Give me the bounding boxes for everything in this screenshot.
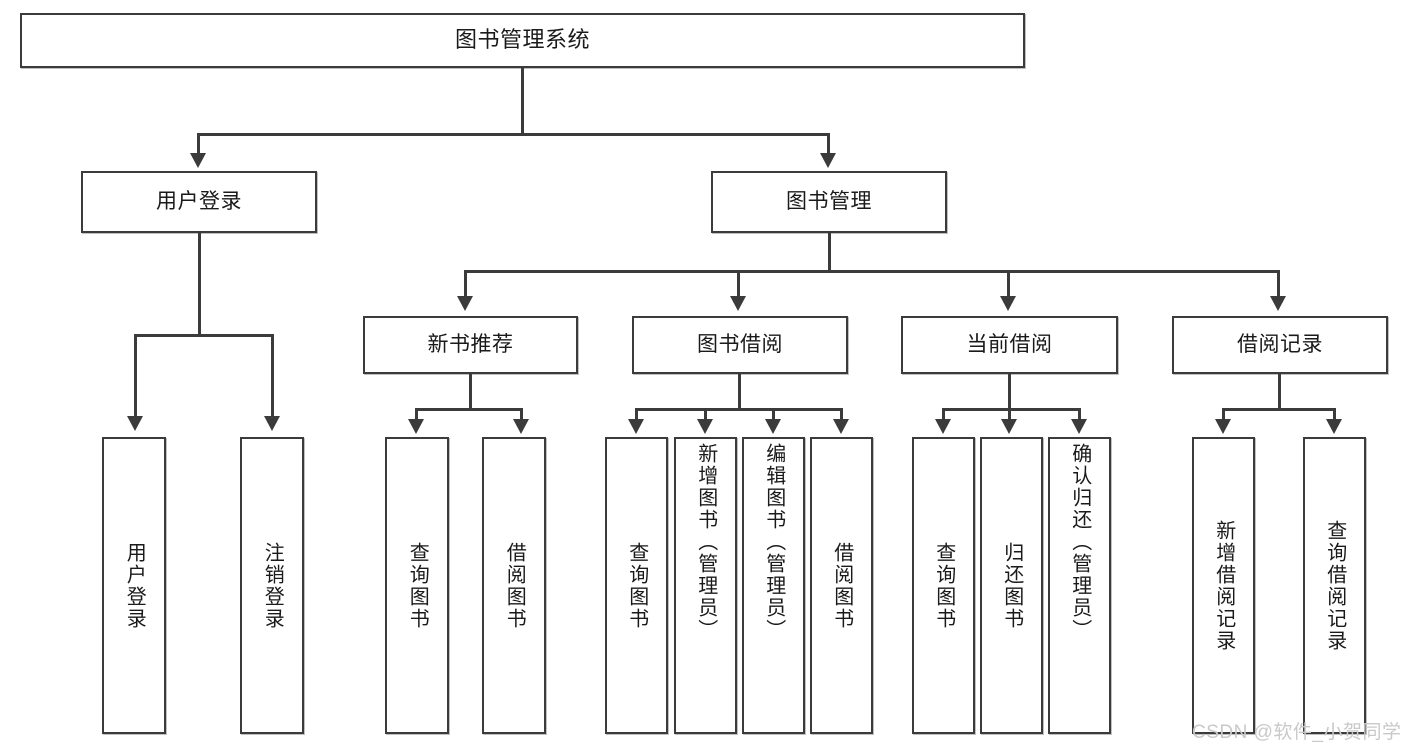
arrowhead-book-borrow-leaf-2 xyxy=(697,419,713,434)
leaf-borrow-book[interactable]: 借阅图书 xyxy=(810,437,873,734)
connector-book-borrow-stem xyxy=(738,374,741,410)
connector-book-manage-drop-2 xyxy=(737,270,740,298)
connector-root-bus xyxy=(197,133,830,136)
connector-new-book-recommend-stem xyxy=(469,374,472,410)
arrowhead-to-book-borrow xyxy=(730,296,746,311)
connector-root-drop-1 xyxy=(197,133,200,155)
arrowhead-to-current-borrow xyxy=(1000,296,1016,311)
connector-book-borrow-drop-1 xyxy=(635,408,638,421)
leaf-edit-book-admin[interactable]: 编辑图书（管理员） xyxy=(742,437,805,734)
arrowhead-to-new-book-recommend xyxy=(457,296,473,311)
connector-new-book-recommend-drop-2 xyxy=(520,408,523,421)
leaf-label: 借阅图书 xyxy=(503,541,526,630)
arrowhead-new-book-recommend-leaf-1 xyxy=(408,419,424,434)
connector-borrow-record-stem xyxy=(1278,374,1281,410)
leaf-return-book[interactable]: 归还图书 xyxy=(980,437,1043,734)
node-user-login[interactable]: 用户登录 xyxy=(81,171,317,233)
node-label: 图书管理 xyxy=(786,190,872,214)
leaf-user-login[interactable]: 用户登录 xyxy=(102,437,166,734)
leaf-add-borrow-record[interactable]: 新增借阅记录 xyxy=(1192,437,1255,734)
connector-borrow-record-drop-1 xyxy=(1222,408,1225,421)
connector-book-borrow-bus xyxy=(635,408,843,411)
leaf-label: 新增借阅记录 xyxy=(1212,519,1235,652)
connector-current-borrow-drop-1 xyxy=(942,408,945,421)
node-book-borrow[interactable]: 图书借阅 xyxy=(632,316,848,374)
node-current-borrow[interactable]: 当前借阅 xyxy=(901,316,1118,374)
arrowhead-root-to-user-login xyxy=(190,153,206,168)
leaf-label: 注销登录 xyxy=(261,541,284,630)
connector-new-book-recommend-bus xyxy=(415,408,523,411)
connector-current-borrow-stem xyxy=(1008,374,1011,410)
leaf-label: 用户登录 xyxy=(123,541,146,630)
leaf-label: 归还图书 xyxy=(1000,541,1023,630)
connector-user-login-drop-1 xyxy=(134,334,137,418)
leaf-label: 借阅图书 xyxy=(830,541,853,630)
node-root-system[interactable]: 图书管理系统 xyxy=(20,13,1025,68)
connector-root-drop-2 xyxy=(827,133,830,155)
node-book-manage[interactable]: 图书管理 xyxy=(711,171,947,233)
connector-book-manage-bus xyxy=(464,270,1280,273)
connector-root-stem xyxy=(521,68,524,135)
arrowhead-user-login-leaf-1 xyxy=(127,416,143,431)
leaf-label: 查询图书 xyxy=(932,541,955,630)
leaf-logout-login[interactable]: 注销登录 xyxy=(240,437,304,734)
node-new-book-recommend[interactable]: 新书推荐 xyxy=(363,316,578,374)
leaf-borrow-book-recommend[interactable]: 借阅图书 xyxy=(482,437,546,734)
leaf-query-borrow-record[interactable]: 查询借阅记录 xyxy=(1303,437,1366,734)
connector-current-borrow-drop-2 xyxy=(1008,408,1011,421)
arrowhead-user-login-leaf-2 xyxy=(264,416,280,431)
arrowhead-current-borrow-leaf-3 xyxy=(1071,419,1087,434)
arrowhead-borrow-record-leaf-1 xyxy=(1215,419,1231,434)
node-label: 用户登录 xyxy=(156,190,242,214)
node-label: 新书推荐 xyxy=(427,333,514,357)
connector-borrow-record-drop-2 xyxy=(1333,408,1336,421)
connector-book-borrow-drop-2 xyxy=(704,408,707,421)
leaf-label: 查询图书 xyxy=(625,541,648,630)
leaf-query-book-recommend[interactable]: 查询图书 xyxy=(385,437,449,734)
connector-book-manage-stem xyxy=(828,233,831,272)
connector-book-manage-drop-3 xyxy=(1007,270,1010,298)
arrowhead-current-borrow-leaf-2 xyxy=(1001,419,1017,434)
connector-user-login-bus xyxy=(134,334,274,337)
connector-new-book-recommend-drop-1 xyxy=(415,408,418,421)
arrowhead-root-to-book-manage xyxy=(820,153,836,168)
connector-book-borrow-drop-3 xyxy=(772,408,775,421)
node-label: 当前借阅 xyxy=(966,333,1053,357)
arrowhead-book-borrow-leaf-4 xyxy=(833,419,849,434)
leaf-add-book-admin[interactable]: 新增图书（管理员） xyxy=(674,437,737,734)
leaf-label: 查询图书 xyxy=(406,541,429,630)
connector-user-login-stem xyxy=(198,233,201,336)
node-label: 图书管理系统 xyxy=(454,27,590,53)
connector-user-login-drop-2 xyxy=(271,334,274,418)
leaf-label: 查询借阅记录 xyxy=(1323,519,1346,652)
connector-current-borrow-bus xyxy=(942,408,1081,411)
connector-current-borrow-drop-3 xyxy=(1078,408,1081,421)
leaf-label: 确认归还（管理员） xyxy=(1068,443,1091,641)
connector-book-borrow-drop-4 xyxy=(840,408,843,421)
arrowhead-book-borrow-leaf-3 xyxy=(765,419,781,434)
arrowhead-new-book-recommend-leaf-2 xyxy=(513,419,529,434)
arrowhead-borrow-record-leaf-2 xyxy=(1326,419,1342,434)
leaf-query-book-borrow[interactable]: 查询图书 xyxy=(605,437,668,734)
arrowhead-current-borrow-leaf-1 xyxy=(935,419,951,434)
node-label: 图书借阅 xyxy=(697,333,783,357)
connector-book-manage-drop-1 xyxy=(464,270,467,298)
arrowhead-book-borrow-leaf-1 xyxy=(628,419,644,434)
leaf-confirm-return-admin[interactable]: 确认归还（管理员） xyxy=(1048,437,1111,734)
leaf-label: 编辑图书（管理员） xyxy=(762,443,785,641)
leaf-query-book-current[interactable]: 查询图书 xyxy=(912,437,975,734)
node-label: 借阅记录 xyxy=(1237,333,1323,357)
connector-book-manage-drop-4 xyxy=(1277,270,1280,298)
connector-borrow-record-bus xyxy=(1222,408,1336,411)
node-borrow-record[interactable]: 借阅记录 xyxy=(1172,316,1388,374)
leaf-label: 新增图书（管理员） xyxy=(694,443,717,641)
arrowhead-to-borrow-record xyxy=(1270,296,1286,311)
